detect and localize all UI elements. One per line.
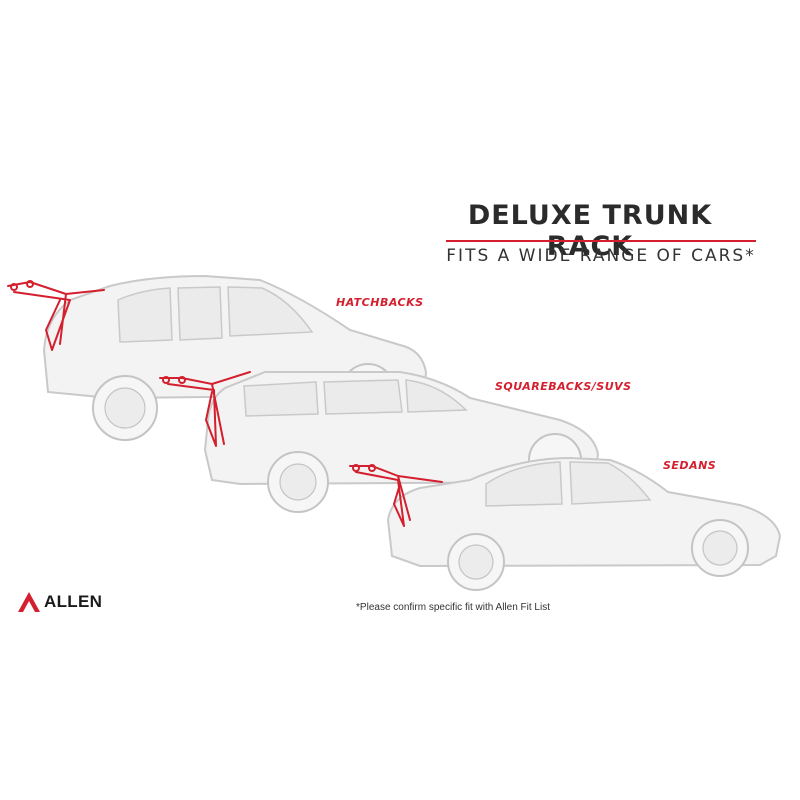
fit-footnote: *Please confirm specific fit with Allen … xyxy=(356,602,550,613)
allen-mark-icon xyxy=(18,592,40,612)
squareback-rack xyxy=(159,371,251,447)
category-label-squarebacks: SQUAREBACKS/SUVS xyxy=(495,380,632,393)
page-subtitle: FITS A WIDE RANGE OF CARS* xyxy=(446,246,756,266)
page-title: DELUXE TRUNK RACK xyxy=(467,200,713,262)
category-label-sedans: SEDANS xyxy=(663,459,717,472)
hatchback-rack xyxy=(7,280,105,351)
brand-name: ALLEN xyxy=(44,592,103,611)
title-underline xyxy=(446,240,756,242)
sedan-car xyxy=(386,456,782,591)
sedan-rack xyxy=(349,464,443,527)
category-label-hatchbacks: HATCHBACKS xyxy=(336,296,424,309)
brand-logo: ALLEN xyxy=(18,591,102,613)
